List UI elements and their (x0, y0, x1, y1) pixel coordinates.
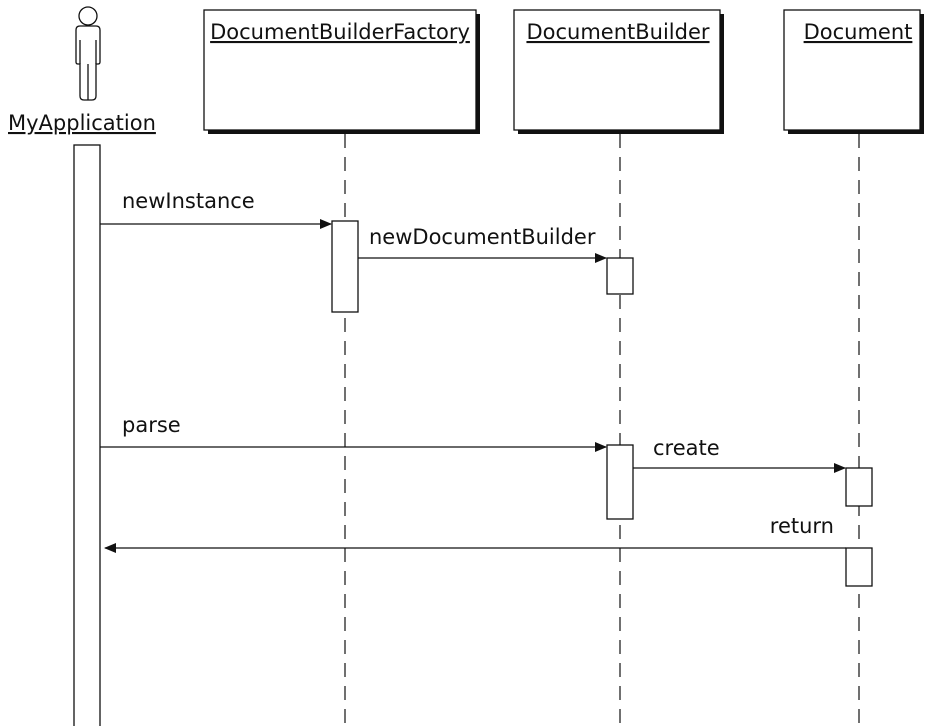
message-label-create: create (653, 436, 720, 460)
activation-builder-2 (606, 444, 634, 520)
object-label-document: Document (804, 20, 913, 44)
activation-factory (331, 220, 359, 313)
object-box-factory: DocumentBuilderFactory (203, 9, 480, 134)
object-label-builder: DocumentBuilder (526, 20, 709, 44)
actor-activation-bar (73, 144, 101, 726)
object-label-factory: DocumentBuilderFactory (210, 20, 470, 44)
object-box-builder: DocumentBuilder (513, 9, 724, 134)
activation-builder-1 (606, 257, 634, 295)
object-box-document: Document (783, 9, 924, 134)
activation-document-2 (845, 547, 873, 587)
message-label-newdocumentbuilder: newDocumentBuilder (369, 225, 596, 249)
message-label-return: return (770, 514, 834, 538)
actor-label: MyApplication (8, 111, 156, 135)
activation-document-1 (845, 467, 873, 507)
stick-figure-icon (75, 6, 101, 101)
message-label-parse: parse (122, 413, 181, 437)
message-label-newinstance: newInstance (122, 189, 255, 213)
